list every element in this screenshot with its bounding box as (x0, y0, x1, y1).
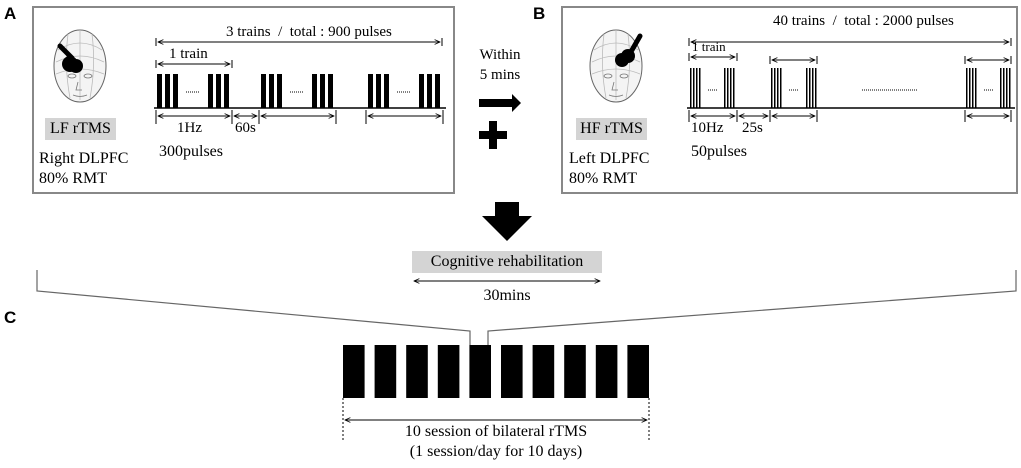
rehab-badge: Cognitive rehabilitation (412, 251, 602, 273)
panel-b-pulse-train-last (966, 68, 1011, 108)
panel-b-mode-badge: HF rTMS (576, 118, 647, 140)
panel-a-gap-label: 60s (235, 120, 256, 136)
session-bar-10 (627, 345, 649, 398)
panel-letter-c: C (4, 308, 17, 327)
panel-b-total-span (688, 38, 1012, 46)
panel-b-pulse-train-2 (771, 68, 817, 108)
panel-a-train-label: 1 train (169, 46, 208, 62)
panel-a-pulse-train-1 (157, 74, 229, 108)
panel-b-rmt-label: 80% RMT (569, 170, 637, 187)
panel-b-top-train-markers (769, 56, 1012, 64)
panel-letter-b: B (533, 4, 546, 23)
panel-a-train-span (155, 60, 233, 68)
rehab-duration-label: 30mins (483, 287, 531, 304)
head-icon-left (53, 29, 107, 103)
panel-a-pulses-label: 300pulses (159, 143, 223, 160)
panel-b-train-label: 1 train (692, 39, 726, 54)
panel-b-pulse-train-1 (690, 68, 735, 108)
panel-b-freq-label: 10Hz (691, 120, 724, 136)
panel-c-caption-line2: (1 session/day for 10 days) (409, 443, 583, 460)
panel-a-rmt-label: 80% RMT (39, 170, 107, 187)
transition-label-line1: Within (479, 47, 521, 63)
right-arrow-icon (479, 94, 521, 112)
head-icon-right (589, 29, 643, 103)
panel-a-sub-spans (155, 110, 444, 124)
panel-b-pulses-label: 50pulses (691, 143, 747, 160)
panel-c-span (342, 398, 650, 442)
session-bars (343, 345, 649, 398)
session-bar-8 (564, 345, 586, 398)
transition-label-line2: 5 mins (479, 67, 521, 83)
panel-b-sub-spans (688, 110, 1012, 122)
session-bar-2 (374, 345, 397, 398)
expansion-bracket (36, 270, 1017, 345)
panel-a-freq-label: 1Hz (177, 120, 202, 136)
panel-b-total-label: 40 trains / total : 2000 pulses (773, 13, 954, 29)
session-bar-4 (437, 345, 460, 398)
panel-a-pulse-train-2 (261, 74, 333, 108)
session-bar-7 (532, 345, 555, 398)
panel-c-caption-line1: 10 session of bilateral rTMS (404, 423, 588, 440)
session-bar-6 (501, 345, 523, 398)
session-bar-1 (343, 345, 365, 398)
panel-a-pulse-train-3 (368, 74, 440, 108)
panel-a-site-label: Right DLPFC (39, 150, 129, 167)
down-arrow-icon (482, 202, 532, 241)
panel-b-train-span (688, 53, 738, 61)
panel-b-site-label: Left DLPFC (569, 150, 650, 167)
panel-a-total-span (155, 38, 443, 46)
plus-icon (479, 121, 507, 149)
session-bar-5 (469, 345, 491, 398)
session-bar-3 (406, 345, 428, 398)
panel-letter-a: A (4, 4, 17, 23)
panel-a-total-label: 3 trains / total : 900 pulses (226, 24, 392, 40)
session-bar-9 (595, 345, 618, 398)
panel-b-gap-label: 25s (742, 120, 763, 136)
panel-a-mode-badge: LF rTMS (45, 118, 116, 140)
